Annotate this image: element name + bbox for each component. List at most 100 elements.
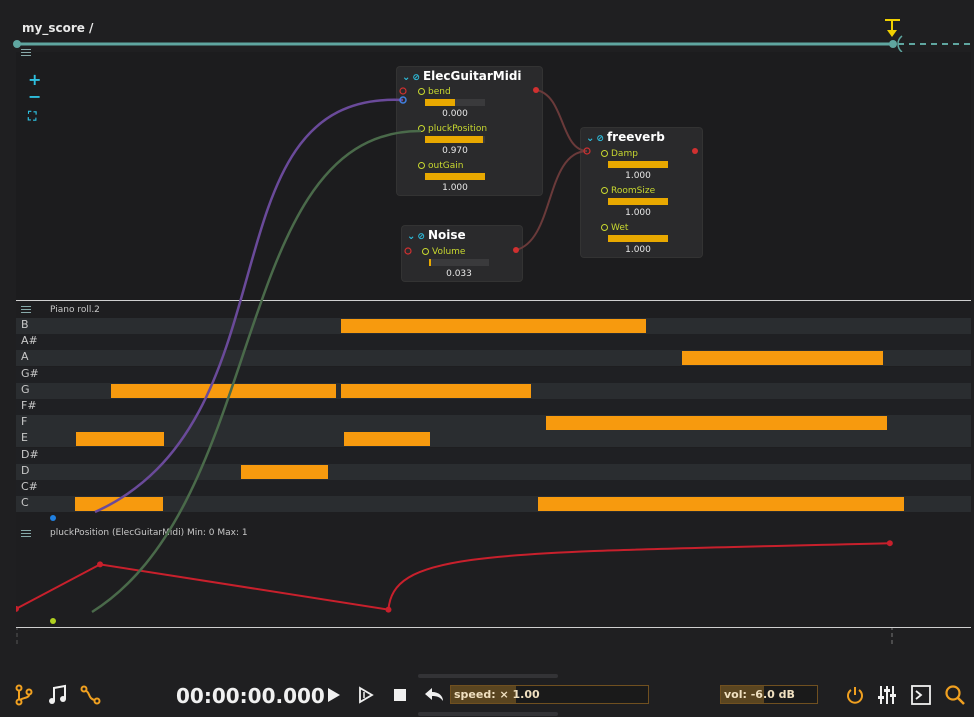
stop-icon[interactable] [392, 687, 408, 703]
param-value-roomsize: 1.000 [625, 208, 651, 218]
midi-note[interactable] [340, 319, 647, 333]
automation-curve[interactable] [16, 525, 971, 627]
key-label: G# [21, 366, 39, 380]
key-label: D# [21, 447, 39, 461]
console-icon[interactable] [910, 684, 932, 706]
midi-note[interactable] [340, 383, 531, 398]
key-row[interactable]: C# [16, 480, 971, 496]
scroll-handle[interactable] [418, 712, 558, 716]
chevron-down-icon[interactable]: ⌄ [407, 231, 416, 242]
zoom-in-icon[interactable]: + [28, 70, 42, 89]
key-row[interactable]: D [16, 463, 971, 480]
midi-note[interactable] [241, 464, 329, 479]
node-elecguitarmidi[interactable]: ⌄⊘ElecGuitarMidi bend 0.000 pluckPositio… [397, 67, 542, 195]
automation-point[interactable] [16, 605, 19, 612]
node-noise[interactable]: ⌄⊘Noise Volume 0.033 [402, 226, 522, 281]
automation-panel[interactable]: pluckPosition (ElecGuitarMidi) Min: 0 Ma… [16, 525, 971, 628]
end-marker[interactable] [889, 40, 897, 48]
node-title: ElecGuitarMidi [422, 69, 522, 83]
key-label: G [21, 382, 30, 396]
param-bar-bend[interactable] [425, 99, 485, 106]
key-label: B [21, 318, 29, 331]
param-outgain[interactable]: outGain [418, 161, 463, 171]
key-row[interactable]: G# [16, 366, 971, 383]
chevron-down-icon[interactable]: ⌄ [402, 72, 411, 83]
key-row[interactable]: F# [16, 399, 971, 415]
branch-icon[interactable] [14, 684, 34, 706]
reinit-icon[interactable] [423, 686, 445, 704]
menu-icon[interactable] [21, 49, 31, 56]
menu-icon[interactable] [21, 530, 31, 537]
scroll-handle[interactable] [418, 674, 558, 678]
param-value-pluckposition: 0.970 [442, 146, 468, 156]
start-marker[interactable] [13, 40, 21, 48]
param-bend[interactable]: bend [418, 87, 451, 97]
link-icon: ⊘ [596, 134, 604, 144]
midi-note[interactable] [538, 497, 905, 512]
node-title: Noise [427, 228, 466, 242]
key-row[interactable]: A# [16, 334, 971, 351]
score-title[interactable]: my_score / [22, 21, 94, 35]
param-bar-outgain[interactable] [425, 173, 485, 180]
zoom-fit-icon[interactable]: ⛶ [28, 109, 37, 123]
midi-note[interactable] [110, 383, 336, 398]
param-volume[interactable]: Volume [422, 247, 465, 257]
node-title: freeverb [606, 130, 665, 144]
param-value-bend: 0.000 [442, 109, 468, 119]
speed-slider[interactable]: speed: × 1.00 [450, 685, 649, 704]
playhead-icon [887, 30, 897, 37]
volume-slider[interactable]: vol: -6.0 dB [720, 685, 818, 704]
key-row[interactable]: D# [16, 447, 971, 464]
play-from-here-icon[interactable] [357, 686, 375, 704]
menu-icon[interactable] [21, 306, 31, 313]
param-bar-pluckposition[interactable] [425, 136, 485, 143]
param-bar-roomsize[interactable] [608, 198, 668, 205]
automation-point[interactable] [97, 561, 104, 568]
param-pluckposition[interactable]: pluckPosition [418, 124, 487, 134]
midi-note[interactable] [76, 432, 165, 447]
key-label: A [21, 350, 29, 364]
power-icon[interactable] [845, 685, 865, 705]
key-label: F [21, 415, 28, 429]
automation-line [16, 542, 890, 611]
search-icon[interactable] [943, 683, 967, 707]
speed-slider-fill [451, 686, 516, 703]
key-label: E [21, 431, 28, 445]
key-label: C# [21, 480, 38, 493]
key-label: F# [21, 399, 37, 412]
timeline-header [0, 0, 974, 60]
key-label: A# [21, 334, 38, 348]
midi-note[interactable] [681, 351, 884, 366]
key-label: C [21, 496, 29, 510]
param-roomsize[interactable]: RoomSize [601, 186, 655, 196]
music-note-icon[interactable] [47, 684, 69, 706]
play-icon[interactable] [326, 686, 342, 704]
midi-note[interactable] [75, 497, 164, 512]
timecode-display: 00:00:00.000 [176, 684, 325, 708]
curve-icon[interactable] [80, 684, 102, 706]
mixer-icon[interactable] [877, 684, 897, 706]
timeline-ruler[interactable] [0, 0, 974, 60]
zoom-out-icon[interactable]: − [28, 87, 42, 106]
link-icon: ⊘ [412, 73, 420, 83]
param-damp[interactable]: Damp [601, 149, 638, 159]
automation-point[interactable] [886, 540, 893, 547]
param-bar-wet[interactable] [608, 235, 668, 242]
param-value-outgain: 1.000 [442, 183, 468, 193]
midi-note[interactable] [343, 432, 431, 447]
link-icon: ⊘ [417, 232, 425, 242]
volume-slider-fill [721, 686, 765, 703]
volume-label: vol: -6.0 dB [724, 688, 795, 701]
param-bar-volume[interactable] [429, 259, 489, 266]
automation-point[interactable] [385, 606, 392, 613]
midi-note[interactable] [546, 416, 887, 431]
piano-roll-title: Piano roll.2 [50, 305, 100, 315]
node-freeverb[interactable]: ⌄⊘freeverb Damp 1.000 RoomSize 1.000 Wet… [581, 128, 702, 257]
param-wet[interactable]: Wet [601, 223, 628, 233]
param-value-damp: 1.000 [625, 171, 651, 181]
param-value-wet: 1.000 [625, 245, 651, 255]
chevron-down-icon[interactable]: ⌄ [586, 133, 595, 144]
param-bar-damp[interactable] [608, 161, 668, 168]
speed-label: speed: × 1.00 [454, 688, 540, 701]
